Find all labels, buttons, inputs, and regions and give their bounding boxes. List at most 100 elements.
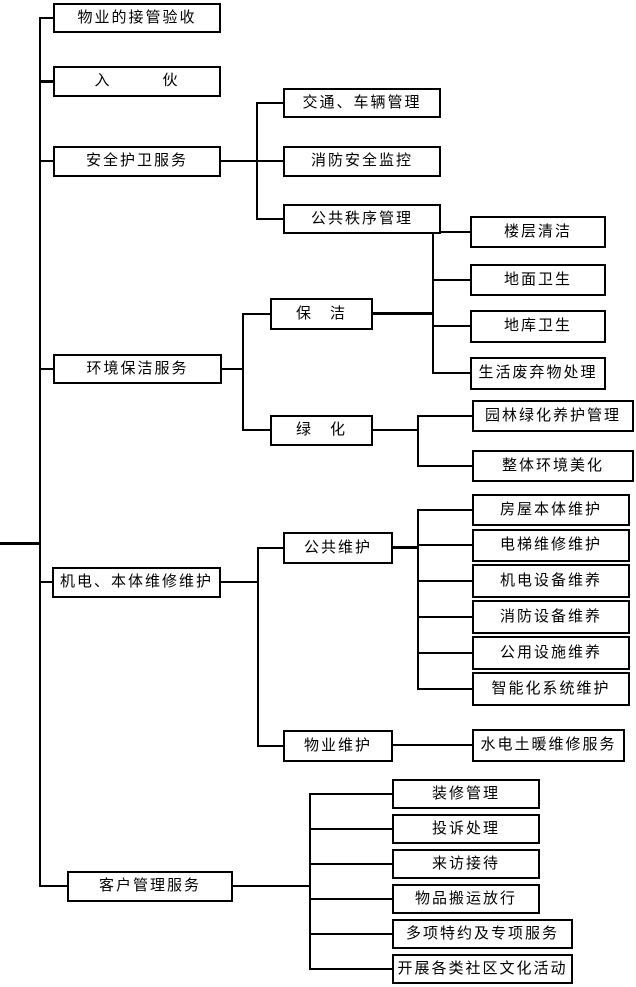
connector-bracket <box>242 313 244 431</box>
node-label: 开展各类社区文化活动 <box>397 960 568 977</box>
connector <box>417 415 472 417</box>
connector-stub <box>40 80 54 83</box>
connector <box>393 744 472 746</box>
connector <box>257 547 283 549</box>
connector <box>417 544 472 546</box>
node-label: 保 洁 <box>295 305 347 322</box>
connector <box>373 312 433 315</box>
connector <box>242 429 270 431</box>
connector <box>393 546 418 549</box>
connector <box>221 160 283 162</box>
connector-bracket <box>417 415 419 467</box>
connector-bracket <box>432 231 434 374</box>
connector <box>432 231 470 233</box>
connector-stub <box>40 581 53 583</box>
node-label: 物业的接管验收 <box>77 9 197 26</box>
connector <box>309 933 392 935</box>
connector <box>309 828 392 830</box>
node-label: 电梯维修维护 <box>499 537 602 553</box>
node-label: 消防设备维养 <box>499 608 602 625</box>
connector <box>417 652 472 654</box>
connector <box>256 218 283 220</box>
node-label: 整体环境美化 <box>501 457 604 474</box>
node-public-order: 公共秩序管理 <box>283 204 441 234</box>
node-beautify: 整体环境美化 <box>472 450 634 482</box>
node-special-service: 多项特约及专项服务 <box>392 919 573 949</box>
connector-bracket <box>309 793 311 970</box>
connector-main-trunk <box>39 17 41 887</box>
node-fire-equip: 消防设备维养 <box>472 600 630 634</box>
connector <box>309 968 392 970</box>
connector-stub <box>40 160 54 162</box>
node-label: 绿 化 <box>295 422 347 438</box>
connector-stub <box>40 885 68 887</box>
node-customer-service: 客户管理服务 <box>67 871 233 902</box>
node-label: 来访接待 <box>431 855 500 872</box>
node-cleaning-service: 环境保洁服务 <box>53 354 222 384</box>
node-goods-release: 物品搬运放行 <box>392 884 540 914</box>
connector <box>432 279 470 281</box>
node-label: 楼层清洁 <box>503 223 572 240</box>
node-water-elec: 水电土暖维修服务 <box>472 729 625 762</box>
node-public-maint: 公共维护 <box>283 532 393 564</box>
node-floor-clean: 楼层清洁 <box>470 216 606 248</box>
node-waste: 生活废弃物处理 <box>470 357 606 390</box>
node-property-maint: 物业维护 <box>283 730 393 762</box>
connector <box>417 688 472 690</box>
connector <box>432 372 470 374</box>
connector <box>257 745 283 747</box>
node-label: 入 伙 <box>94 73 180 89</box>
node-label: 公用设施维养 <box>499 644 602 661</box>
node-label: 生活废弃物处理 <box>478 365 598 381</box>
node-label: 机电设备维养 <box>499 572 602 589</box>
node-label: 客户管理服务 <box>98 878 201 894</box>
node-label: 装修管理 <box>431 785 500 802</box>
node-garden: 园林绿化养护管理 <box>472 400 634 432</box>
node-public-facility: 公用设施维养 <box>472 636 630 670</box>
connector <box>242 313 270 315</box>
node-label: 机电、本体维修维护 <box>59 574 213 590</box>
node-move-in: 入 伙 <box>53 66 221 97</box>
node-traffic: 交通、车辆管理 <box>283 88 441 118</box>
node-label: 房屋本体维护 <box>499 501 602 518</box>
connector-bracket <box>417 509 419 690</box>
node-label: 物品搬运放行 <box>414 890 517 907</box>
node-complaint: 投诉处理 <box>392 814 540 844</box>
connector-stub <box>40 368 54 370</box>
node-greening: 绿 化 <box>270 415 373 446</box>
connector <box>417 509 472 511</box>
node-security: 安全护卫服务 <box>53 146 221 177</box>
node-label: 园林绿化养护管理 <box>484 407 621 424</box>
connector <box>221 581 258 583</box>
connector-root <box>0 542 41 545</box>
node-label: 智能化系统维护 <box>491 680 611 697</box>
node-cleaning: 保 洁 <box>270 298 373 330</box>
node-label: 环境保洁服务 <box>86 360 189 377</box>
node-mech-service: 机电、本体维修维护 <box>52 567 221 598</box>
node-elevator: 电梯维修维护 <box>472 529 630 562</box>
node-label: 投诉处理 <box>431 820 500 837</box>
connector-bracket <box>257 547 259 747</box>
connector-stub <box>40 17 54 19</box>
node-label: 地库卫生 <box>503 318 572 334</box>
node-label: 交通、车辆管理 <box>302 94 422 111</box>
connector-bracket <box>256 102 258 220</box>
connector <box>373 429 418 431</box>
node-fire-monitor: 消防安全监控 <box>283 146 441 177</box>
node-label: 物业维护 <box>303 737 372 754</box>
node-label: 安全护卫服务 <box>85 153 188 169</box>
connector <box>417 580 472 582</box>
connector <box>309 863 392 865</box>
node-decoration: 装修管理 <box>392 779 540 809</box>
connector <box>309 898 392 900</box>
connector <box>256 102 283 104</box>
connector <box>417 616 472 618</box>
node-label: 公共维护 <box>303 539 372 556</box>
connector <box>233 885 311 887</box>
node-label: 多项特约及专项服务 <box>405 925 559 942</box>
node-label: 公共秩序管理 <box>310 210 413 227</box>
node-house-maint: 房屋本体维护 <box>472 494 630 526</box>
node-label: 地面卫生 <box>503 271 572 288</box>
node-ground-hygiene: 地面卫生 <box>470 264 606 296</box>
